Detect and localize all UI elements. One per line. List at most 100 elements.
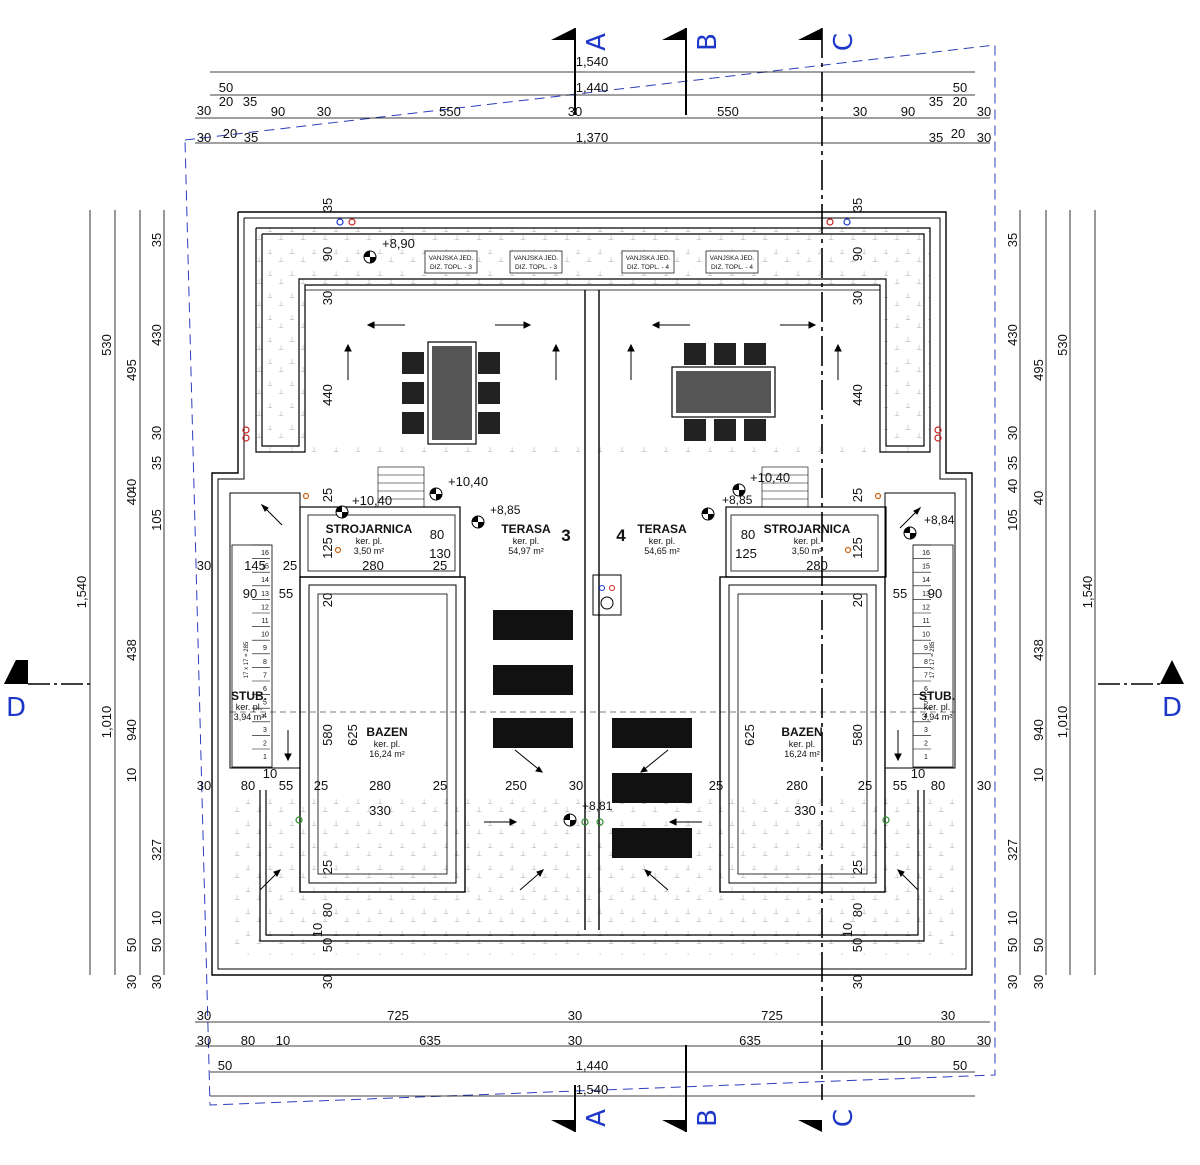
svg-text:125: 125 bbox=[320, 537, 335, 559]
bottom-dimension-text: 30 725 30 725 30 30 80 10 635 30 635 10 … bbox=[197, 1008, 991, 1097]
svg-text:25: 25 bbox=[850, 860, 865, 874]
svg-text:330: 330 bbox=[794, 803, 816, 818]
svg-text:3,50 m²: 3,50 m² bbox=[792, 546, 823, 556]
svg-text:ker. pl.: ker. pl. bbox=[924, 702, 951, 712]
left-dimension-text: 1,540 530 1,010 495 40 438 940 10 50 30 … bbox=[74, 233, 164, 989]
slope-arrows bbox=[259, 321, 922, 891]
svg-text:30: 30 bbox=[197, 1033, 211, 1048]
svg-text:35: 35 bbox=[929, 130, 943, 145]
svg-text:50: 50 bbox=[320, 938, 335, 952]
section-c-bottom: C bbox=[829, 1109, 859, 1127]
svg-text:40: 40 bbox=[1005, 479, 1020, 493]
stair-number: 11 bbox=[261, 618, 268, 625]
svg-text:25: 25 bbox=[709, 778, 723, 793]
svg-text:BAZEN: BAZEN bbox=[366, 725, 407, 739]
svg-text:30: 30 bbox=[853, 104, 867, 119]
svg-text:440: 440 bbox=[320, 384, 335, 406]
svg-text:10: 10 bbox=[310, 923, 325, 937]
svg-text:50: 50 bbox=[219, 80, 233, 95]
svg-text:+8,90: +8,90 bbox=[382, 236, 415, 251]
svg-text:327: 327 bbox=[1005, 839, 1020, 861]
unit-3: 3 bbox=[561, 526, 570, 545]
stair-number: 14 bbox=[261, 577, 269, 584]
svg-text:20: 20 bbox=[219, 94, 233, 109]
svg-text:440: 440 bbox=[850, 384, 865, 406]
svg-text:ker. pl.: ker. pl. bbox=[789, 739, 816, 749]
svg-text:30: 30 bbox=[197, 103, 211, 118]
level-marker-fill bbox=[430, 488, 442, 500]
svg-text:30: 30 bbox=[850, 291, 865, 305]
svg-text:80: 80 bbox=[241, 1033, 255, 1048]
svg-text:635: 635 bbox=[419, 1033, 441, 1048]
svg-text:90: 90 bbox=[901, 104, 915, 119]
svg-text:35: 35 bbox=[244, 130, 258, 145]
svg-text:725: 725 bbox=[387, 1008, 409, 1023]
svg-text:VANJSKA JED.: VANJSKA JED. bbox=[626, 255, 671, 262]
svg-text:16,24 m²: 16,24 m² bbox=[369, 749, 405, 759]
svg-text:ker. pl.: ker. pl. bbox=[513, 536, 540, 546]
svg-text:30: 30 bbox=[850, 975, 865, 989]
stair-number: 9 bbox=[263, 645, 267, 652]
stair-number: 8 bbox=[924, 659, 928, 666]
stair-number: 8 bbox=[263, 659, 267, 666]
svg-text:280: 280 bbox=[786, 778, 808, 793]
top-dimension-text: 1,540 50 1,440 50 30 20 35 90 30 550 30 … bbox=[197, 54, 991, 145]
terrace-walls bbox=[255, 227, 931, 942]
svg-text:16,24 m²: 16,24 m² bbox=[784, 749, 820, 759]
svg-text:55: 55 bbox=[279, 778, 293, 793]
svg-text:35: 35 bbox=[929, 94, 943, 109]
svg-text:30: 30 bbox=[977, 1033, 991, 1048]
stair-number: 4 bbox=[263, 713, 267, 720]
section-marks-bottom: A B C bbox=[551, 1045, 859, 1132]
svg-text:50: 50 bbox=[1031, 938, 1046, 952]
svg-text:725: 725 bbox=[761, 1008, 783, 1023]
svg-text:30: 30 bbox=[569, 778, 583, 793]
pipe-markers bbox=[242, 218, 942, 826]
unit-4: 4 bbox=[616, 526, 626, 545]
svg-text:35: 35 bbox=[149, 233, 164, 247]
svg-text:50: 50 bbox=[953, 1058, 967, 1073]
stair-number: 14 bbox=[922, 577, 930, 584]
svg-text:10: 10 bbox=[1031, 768, 1046, 782]
svg-text:280: 280 bbox=[806, 558, 828, 573]
level-marker-fill bbox=[702, 508, 714, 520]
svg-text:25: 25 bbox=[433, 558, 447, 573]
svg-text:+8,85: +8,85 bbox=[490, 503, 521, 517]
svg-text:25: 25 bbox=[320, 488, 335, 502]
svg-text:20: 20 bbox=[953, 94, 967, 109]
svg-text:550: 550 bbox=[717, 104, 739, 119]
svg-text:30: 30 bbox=[1005, 426, 1020, 440]
section-a-bottom: A bbox=[582, 1109, 612, 1127]
svg-text:130: 130 bbox=[429, 546, 451, 561]
svg-text:30: 30 bbox=[568, 1033, 582, 1048]
svg-text:80: 80 bbox=[850, 903, 865, 917]
svg-text:1,010: 1,010 bbox=[1055, 706, 1070, 739]
svg-text:30: 30 bbox=[977, 130, 991, 145]
svg-text:625: 625 bbox=[742, 724, 757, 746]
svg-text:25: 25 bbox=[858, 778, 872, 793]
svg-text:55: 55 bbox=[279, 586, 293, 601]
svg-text:90: 90 bbox=[850, 247, 865, 261]
stair-number: 6 bbox=[924, 686, 928, 693]
svg-text:30: 30 bbox=[197, 1008, 211, 1023]
sun-loungers-right bbox=[612, 718, 692, 858]
svg-text:35: 35 bbox=[1005, 233, 1020, 247]
svg-text:3,50 m²: 3,50 m² bbox=[354, 546, 385, 556]
section-b-top: B bbox=[693, 33, 723, 51]
svg-text:105: 105 bbox=[149, 509, 164, 531]
svg-text:30: 30 bbox=[977, 104, 991, 119]
svg-text:30: 30 bbox=[317, 104, 331, 119]
svg-text:327: 327 bbox=[149, 839, 164, 861]
shower-fixture bbox=[592, 574, 622, 616]
svg-text:30: 30 bbox=[568, 104, 582, 119]
svg-text:35: 35 bbox=[320, 198, 335, 212]
svg-text:30: 30 bbox=[1031, 975, 1046, 989]
svg-text:+10,40: +10,40 bbox=[750, 470, 790, 485]
svg-text:430: 430 bbox=[149, 324, 164, 346]
svg-text:25: 25 bbox=[433, 778, 447, 793]
svg-text:438: 438 bbox=[124, 639, 139, 661]
side-dimension-lines bbox=[89, 210, 1096, 975]
svg-text:125: 125 bbox=[850, 537, 865, 559]
